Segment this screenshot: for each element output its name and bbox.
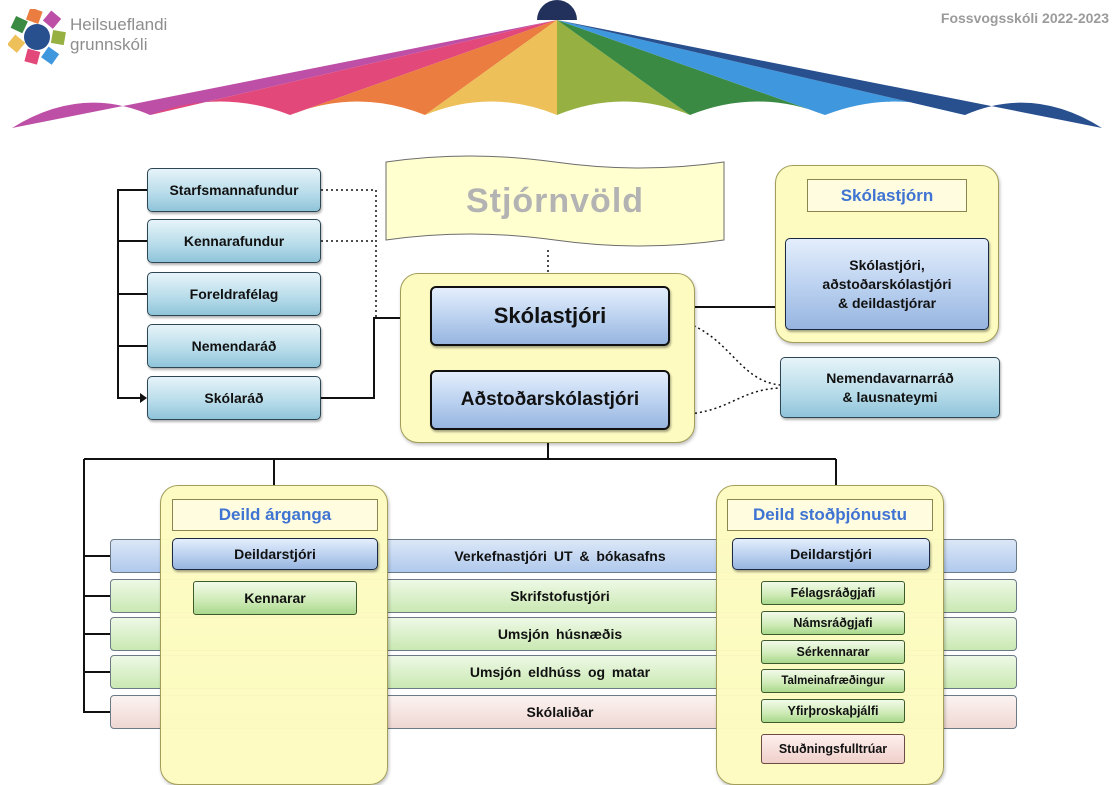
logo: Heilsueflandi grunnskóli [8,9,208,65]
namsradgjafi-box[interactable]: Námsráðgjafi [761,611,905,635]
deild-arganga-panel [160,485,388,785]
umbrella-segment [290,20,557,115]
skolastjorn-member-line1: Skólastjóri, [849,256,925,273]
umbrella-segment [12,20,557,128]
deild-arganga-head-box[interactable]: Deildarstjóri [172,538,378,570]
band-label-skolalidar: Skólaliðar [526,704,594,720]
skolastjori-box[interactable]: Skólastjóri [430,286,670,346]
school-year: Fossvogsskóli 2022-2023 [940,10,1109,26]
nemendavarnarrad-box[interactable]: Nemendavarnarráð & lausnateymi [780,357,1000,418]
kennarafundur-box[interactable]: Kennarafundur [147,219,321,263]
stjornvold-label: Stjórnvöld [465,182,645,220]
studningsfulltruar-box[interactable]: Stuðningsfulltrúar [761,734,905,764]
foreldrafelag-box[interactable]: Foreldrafélag [147,272,321,316]
umbrella-segment [425,20,557,115]
deild-stodthjonustu-head-box[interactable]: Deildarstjóri [732,538,930,570]
adstodarskolastjori-box[interactable]: Aðstoðarskólastjóri [430,370,670,430]
logo-text-line2: grunnskóli [70,35,148,54]
talmeinafraedingur-box[interactable]: Talmeinafræðingur [761,669,905,693]
deild-stodthjonustu-title: Deild stoðþjónustu [727,499,933,531]
skolastjorn-title: Skólastjórn [807,179,967,212]
arrow-icon [140,393,147,403]
deild-arganga-title: Deild árganga [172,499,378,531]
band-label-umsjon-eldhuss: Umsjón eldhúss og matar [469,664,651,680]
nemendavarnarrad-line1: Nemendavarnarráð [826,369,954,386]
skolastjorn-members-box[interactable]: Skólastjóri, aðstoðarskólastjóri & deild… [785,238,989,330]
nemendarad-box[interactable]: Nemendaráð [147,324,321,368]
kennarar-box[interactable]: Kennarar [193,581,357,615]
band-label-umsjon-husnaedis: Umsjón húsnæðis [497,626,623,642]
nemendavarnarrad-line2: & lausnateymi [842,388,938,405]
felagsradgjafi-box[interactable]: Félagsráðgjafi [761,581,905,605]
umbrella-segment [150,20,557,115]
band-label-verkefnastjori: Verkefnastjóri UT & bókasafns [454,548,666,564]
skolastjorn-member-line2: aðstoðarskólastjóri [822,275,952,292]
skolarad-box[interactable]: Skólaráð [147,376,321,420]
sun-logo-icon [8,9,66,65]
skolastjorn-member-line3: & deildastjórar [837,294,937,311]
band-label-skrifstofustjori: Skrifstofustjóri [510,588,610,604]
yfirthroskathjalfi-box[interactable]: Yfirþroskaþjálfi [761,699,905,723]
logo-text-line1: Heilsueflandi [70,15,168,34]
umbrella-canopy [12,0,1102,128]
umbrella-segment [557,20,1102,128]
serkennarar-box[interactable]: Sérkennarar [761,640,905,664]
umbrella-top [537,0,577,20]
starfsmannafundur-box[interactable]: Starfsmannafundur [147,168,321,212]
